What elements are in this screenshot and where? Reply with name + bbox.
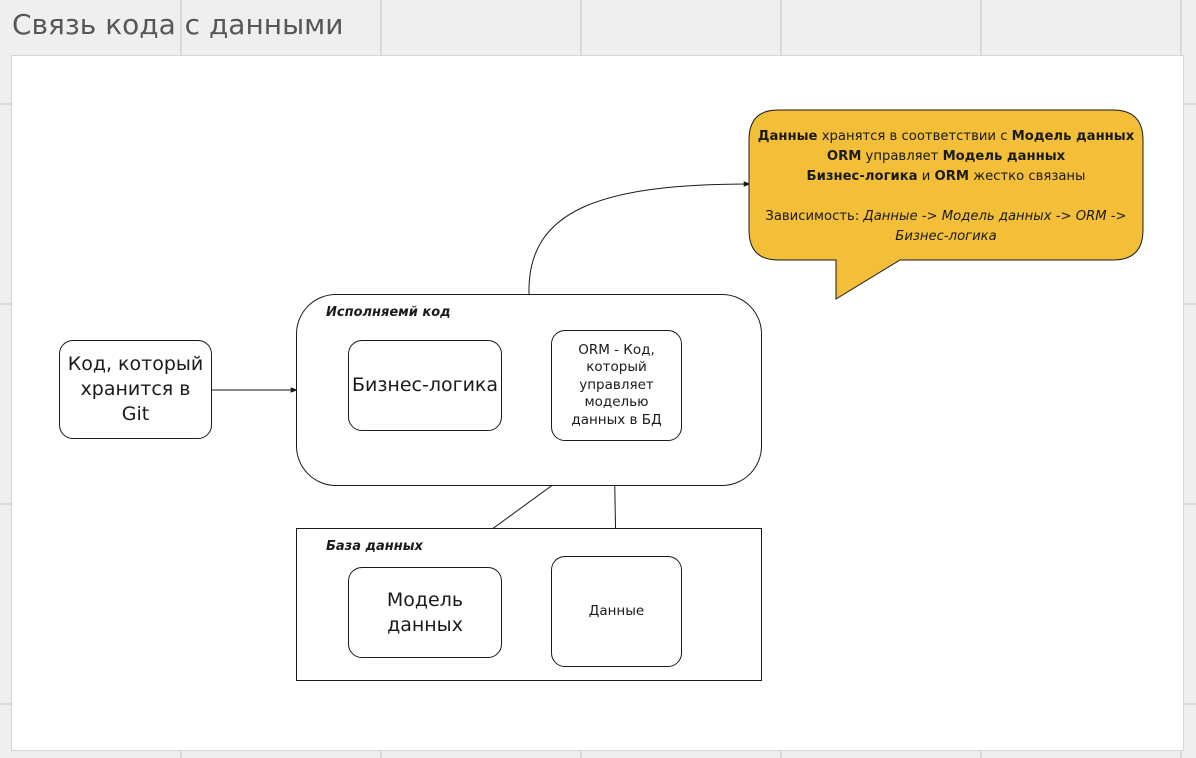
callout-l2-bold-2: Модель данных <box>942 149 1066 164</box>
callout-bubble-shape <box>748 109 1144 300</box>
callout-l3-bold-2: ORM <box>934 169 970 184</box>
git-code-node[interactable]: Код, который хранится в Git <box>59 340 212 439</box>
callout-l2-text-1: управляет <box>861 149 943 164</box>
orm-label: ORM - Код, который управляет моделью дан… <box>571 341 662 428</box>
callout-text: Данные хранятся в соответствии с Модель … <box>756 127 1136 247</box>
callout-l3-text-1: и <box>917 169 935 184</box>
data-label: Данные <box>588 602 645 619</box>
sticky-note-callout[interactable]: Данные хранятся в соответствии с Модель … <box>748 109 1144 301</box>
callout-line-4: Зависимость: Данные -> Модель данных -> … <box>756 207 1136 247</box>
callout-line-1: Данные хранятся в соответствии с Модель … <box>756 127 1136 147</box>
database-label: База данных <box>326 539 423 554</box>
frame-title: Связь кода с данными <box>12 8 344 41</box>
callout-l4-text-1: Зависимость: <box>765 209 864 224</box>
callout-l2-bold-1: ORM <box>826 149 862 164</box>
data-model-node[interactable]: Модель данных <box>348 567 502 658</box>
business-logic-node[interactable]: Бизнес-логика <box>348 340 502 431</box>
callout-l3-text-2: жестко связаны <box>969 169 1086 184</box>
executable-code-label: Исполняемй код <box>326 305 451 320</box>
git-code-label: Код, который хранится в Git <box>67 353 204 425</box>
callout-l3-bold-1: Бизнес-логика <box>806 169 918 184</box>
callout-l1-bold-1: Данные <box>757 129 818 144</box>
callout-l4-italic-1: Данные -> Модель данных -> ORM -> Бизнес… <box>863 209 1127 244</box>
callout-l1-bold-2: Модель данных <box>1011 129 1135 144</box>
callout-line-3: Бизнес-логика и ORM жестко связаны <box>756 167 1136 187</box>
business-logic-label: Бизнес-логика <box>351 374 499 397</box>
callout-l1-text-1: хранятся в соответствии с <box>817 129 1012 144</box>
orm-node[interactable]: ORM - Код, который управляет моделью дан… <box>551 330 682 441</box>
callout-line-2: ORM управляет Модель данных <box>756 147 1136 167</box>
data-node[interactable]: Данные <box>551 556 682 667</box>
data-model-label: Модель данных <box>386 588 464 636</box>
